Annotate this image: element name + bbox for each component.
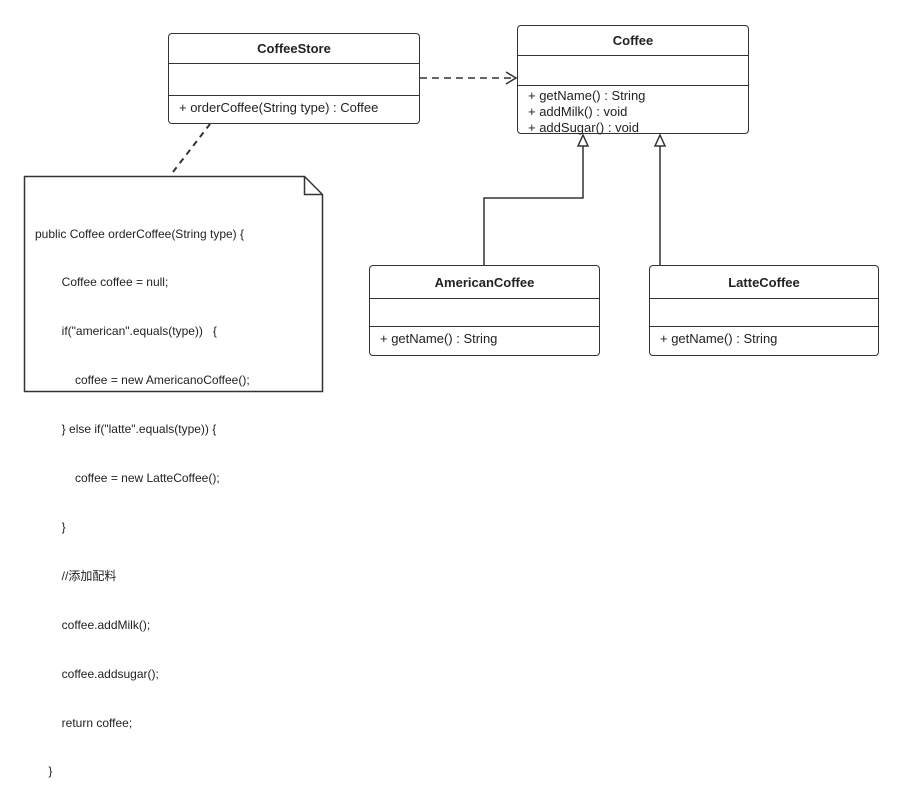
attributes-compartment [650,299,878,327]
class-name: Coffee [518,26,748,56]
generalization-arrowhead-latte [653,133,667,147]
code-note-shape[interactable] [23,175,324,393]
dependency-arrowhead [505,71,518,85]
attributes-compartment [518,56,748,86]
operation: + addSugar() : void [528,120,639,135]
code-line: return coffee; [35,715,133,730]
class-latte-coffee[interactable]: LatteCoffee + getName() : String [649,265,879,356]
code-line: coffee.addsugar(); [35,666,159,681]
code-note-fold [303,176,323,196]
code-line: coffee = new AmericanoCoffee(); [35,373,250,388]
code-line: coffee = new LatteCoffee(); [35,471,220,486]
note-anchor-line[interactable] [172,123,211,173]
class-name: CoffeeStore [169,34,419,64]
code-line: public Coffee orderCoffee(String type) { [35,226,245,241]
code-line: Coffee coffee = null; [35,275,169,290]
class-name: LatteCoffee [650,266,878,299]
operation: + getName() : String [528,88,646,103]
operation: + getName() : String [660,331,778,346]
code-line: if("american".equals(type)) { [35,324,217,339]
operations-compartment: + getName() : String [370,327,599,347]
attributes-compartment [370,299,599,327]
operations-compartment: + getName() : String + addMilk() : void … [518,86,748,136]
operation: + getName() : String [380,331,498,346]
code-line: } else if("latte".equals(type)) { [35,422,217,437]
operation: + addMilk() : void [528,104,628,119]
connectors-layer [23,71,667,393]
class-american-coffee[interactable]: AmericanCoffee + getName() : String [369,265,600,356]
generalization-arrowhead-american [576,133,590,147]
code-line: } [35,764,53,779]
class-coffee[interactable]: Coffee + getName() : String + addMilk() … [517,25,749,136]
generalization-line-american[interactable] [483,146,584,265]
operations-compartment: + getName() : String [650,327,878,347]
code-line: //添加配料 [35,568,117,583]
operation: + orderCoffee(String type) : Coffee [179,100,379,115]
class-coffee-store[interactable]: CoffeeStore + orderCoffee(String type) :… [168,33,420,124]
code-note-text: public Coffee orderCoffee(String type) {… [35,193,250,796]
code-line: } [35,519,66,534]
code-line: coffee.addMilk(); [35,617,151,632]
attributes-compartment [169,64,419,96]
class-name: AmericanCoffee [370,266,599,299]
operations-compartment: + orderCoffee(String type) : Coffee [169,96,419,116]
